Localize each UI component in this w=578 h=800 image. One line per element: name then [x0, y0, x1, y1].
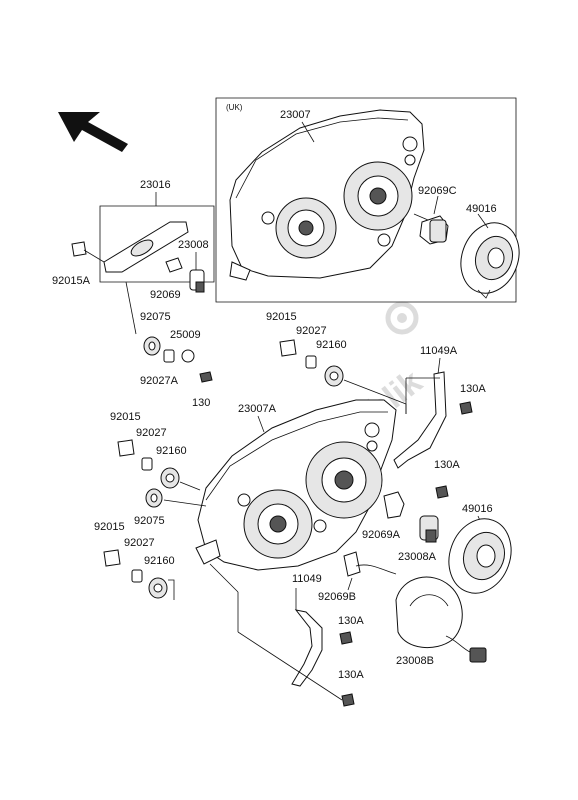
label-49016-top: 49016 [466, 203, 497, 215]
uk-inset-region-label: (UK) [226, 103, 243, 112]
subassembly-23016-frame [99, 205, 215, 283]
label-92075-bot: 92075 [134, 515, 165, 527]
screw-130a-1 [459, 401, 473, 415]
bulb-92069a [383, 491, 405, 519]
bracket-11049-group: 11049 130A 130A [289, 573, 364, 707]
dust-cover-23008b: 23008B [395, 576, 487, 667]
screw-130 [199, 371, 213, 383]
collar-92027a [163, 349, 175, 363]
label-92160-mid: 92160 [316, 339, 347, 351]
label-130a-4: 130A [338, 669, 364, 681]
bulb-socket-parts: 92069A 23008A 92069B [318, 491, 439, 603]
screw-130a-2 [435, 485, 449, 499]
label-92069b: 92069B [318, 591, 356, 603]
subassembly-23016: 23016 92015A 92069 23008 [52, 179, 215, 335]
bracket-11049a [393, 371, 447, 469]
collar-92027-mid [305, 355, 317, 369]
left-mount-parts: 92015 92027 92160 92075 [110, 411, 207, 527]
label-23008a: 23008A [398, 551, 437, 563]
watermark-gear-icon [385, 301, 419, 335]
label-92015a: 92015A [52, 275, 91, 287]
clip-92015-mid [279, 339, 297, 357]
bracket-11049a-group: 11049A 130A 130A [393, 345, 486, 499]
label-92015-left: 92015 [110, 411, 141, 423]
label-92027-left: 92027 [136, 427, 167, 439]
collar-92027-low [131, 569, 143, 583]
label-92160-left: 92160 [156, 445, 187, 457]
clip-92015-left [117, 439, 135, 457]
label-23008-top: 23008 [178, 239, 209, 251]
headlight-assembly-23007a: 23007A [195, 399, 397, 571]
label-130a-2: 130A [434, 459, 460, 471]
label-92027-mid: 92027 [296, 325, 327, 337]
screw-130a-3 [339, 631, 353, 645]
connector-plug [469, 647, 487, 663]
label-130a-3: 130A [338, 615, 364, 627]
bracket-11049 [291, 609, 323, 687]
label-92160-low: 92160 [144, 555, 175, 567]
label-130a-1: 130A [460, 383, 486, 395]
uk-inset: (UK) 23007 92069C 49016 [215, 97, 520, 303]
front-direction-arrow-icon [58, 112, 128, 152]
label-49016-bot: 49016 [462, 503, 493, 515]
label-92075-top: 92075 [140, 311, 171, 323]
label-11049: 11049 [292, 573, 322, 585]
bulb-cover-49016-top [460, 222, 520, 299]
label-92015-low: 92015 [94, 521, 125, 533]
label-11049a: 11049A [420, 345, 458, 357]
washer-25009 [181, 349, 195, 363]
label-25009: 25009 [170, 329, 201, 341]
uk-inset-frame [215, 97, 517, 303]
clip-92015a [71, 241, 87, 257]
label-92015-mid: 92015 [266, 311, 297, 323]
label-92027-low: 92027 [124, 537, 155, 549]
collar-92027-left [141, 457, 153, 471]
label-23008b: 23008B [396, 655, 434, 667]
upper-mount-parts: 92015 92027 92160 [266, 311, 407, 414]
label-92069: 92069 [150, 289, 181, 301]
label-23007a: 23007A [238, 403, 277, 415]
label-23007: 23007 [280, 109, 311, 121]
watermark-gear-hub [397, 313, 407, 323]
clip-92015-low [103, 549, 121, 567]
label-130-left: 130 [192, 397, 210, 409]
bulb-92069 [165, 257, 183, 273]
label-23016: 23016 [140, 179, 171, 191]
label-92069c: 92069C [418, 185, 457, 197]
bulb-cover-49016-bottom: 49016 [448, 503, 512, 594]
lower-mount-parts: 92015 92027 92160 [94, 521, 291, 667]
left-top-small-parts: 92075 25009 92027A 130 [140, 311, 213, 409]
bulb-92069b [343, 551, 361, 577]
label-92069a: 92069A [362, 529, 401, 541]
screw-130a-4 [341, 693, 355, 707]
label-92027a: 92027A [140, 375, 179, 387]
